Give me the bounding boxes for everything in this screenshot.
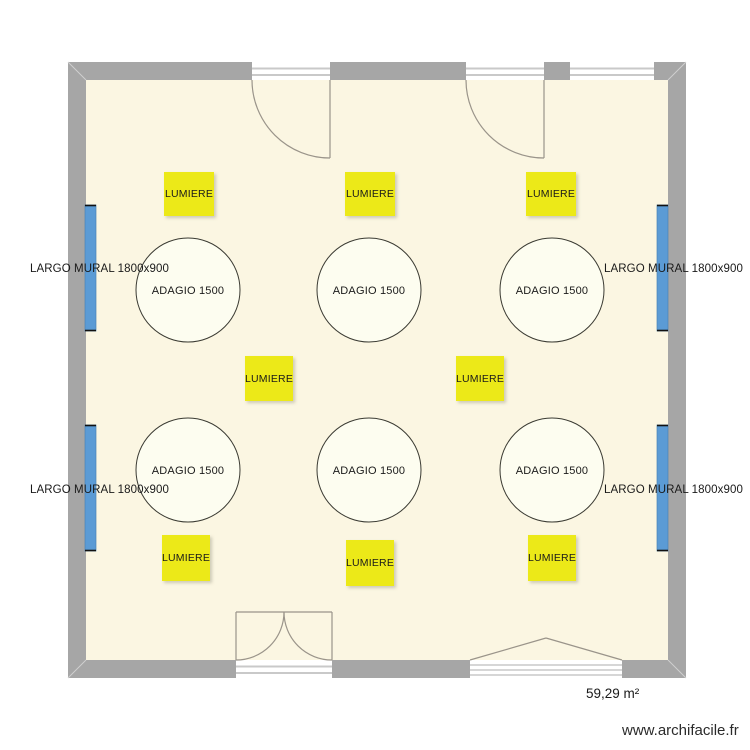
mural-bottom-right-label: LARGO MURAL 1800x900 bbox=[604, 484, 744, 496]
archifacile-watermark: www.archifacile.fr bbox=[622, 722, 739, 739]
light-4[interactable]: LUMIERE bbox=[245, 356, 293, 401]
table-6-label: ADAGIO 1500 bbox=[515, 465, 589, 477]
light-5[interactable]: LUMIERE bbox=[456, 356, 504, 401]
mural-top-left-label: LARGO MURAL 1800x900 bbox=[30, 263, 170, 275]
light-6-label: LUMIERE bbox=[161, 552, 211, 564]
light-5-label: LUMIERE bbox=[455, 372, 505, 385]
table-3-shape[interactable] bbox=[499, 237, 605, 343]
mural-top-right-shape[interactable] bbox=[656, 204, 669, 332]
light-2[interactable]: LUMIERE bbox=[345, 172, 395, 216]
murals-group bbox=[84, 204, 669, 552]
table-6-shape[interactable] bbox=[499, 417, 605, 523]
mural-bottom-left-label: LARGO MURAL 1800x900 bbox=[30, 484, 170, 496]
mural-top-right-label: LARGO MURAL 1800x900 bbox=[604, 263, 744, 275]
table-1-label: ADAGIO 1500 bbox=[151, 285, 225, 297]
top-window-right[interactable] bbox=[570, 62, 654, 80]
light-7-label: LUMIERE bbox=[345, 557, 395, 569]
light-8-label: LUMIERE bbox=[527, 552, 577, 564]
bottom-door-sliding[interactable] bbox=[469, 637, 623, 678]
table-5-label: ADAGIO 1500 bbox=[332, 465, 406, 477]
light-1[interactable]: LUMIERE bbox=[164, 172, 214, 216]
bottom-door-double[interactable] bbox=[235, 611, 333, 678]
mural-bottom-left-shape[interactable] bbox=[84, 424, 97, 552]
mural-bottom-right-shape[interactable] bbox=[656, 424, 669, 552]
table-3-label: ADAGIO 1500 bbox=[515, 285, 589, 297]
light-7[interactable]: LUMIERE bbox=[346, 540, 394, 586]
light-1-label: LUMIERE bbox=[164, 188, 214, 200]
tables-group bbox=[135, 237, 605, 523]
light-6[interactable]: LUMIERE bbox=[162, 535, 210, 581]
table-4-label: ADAGIO 1500 bbox=[151, 465, 225, 477]
table-2-shape[interactable] bbox=[316, 237, 422, 343]
light-8[interactable]: LUMIERE bbox=[528, 535, 576, 581]
table-1-shape[interactable] bbox=[135, 237, 241, 343]
walls-group bbox=[67, 61, 687, 679]
table-2-label: ADAGIO 1500 bbox=[332, 285, 406, 297]
wall-corner-miters bbox=[67, 61, 687, 679]
top-door-right[interactable] bbox=[465, 62, 545, 159]
room-area-label: 59,29 m² bbox=[586, 686, 640, 701]
light-2-label: LUMIERE bbox=[345, 188, 395, 200]
light-4-label: LUMIERE bbox=[244, 372, 294, 385]
mural-top-left-shape[interactable] bbox=[84, 204, 97, 332]
table-5-shape[interactable] bbox=[316, 417, 422, 523]
top-door-left[interactable] bbox=[251, 62, 331, 159]
light-3-label: LUMIERE bbox=[526, 188, 576, 200]
table-4-shape[interactable] bbox=[135, 417, 241, 523]
light-3[interactable]: LUMIERE bbox=[526, 172, 576, 216]
